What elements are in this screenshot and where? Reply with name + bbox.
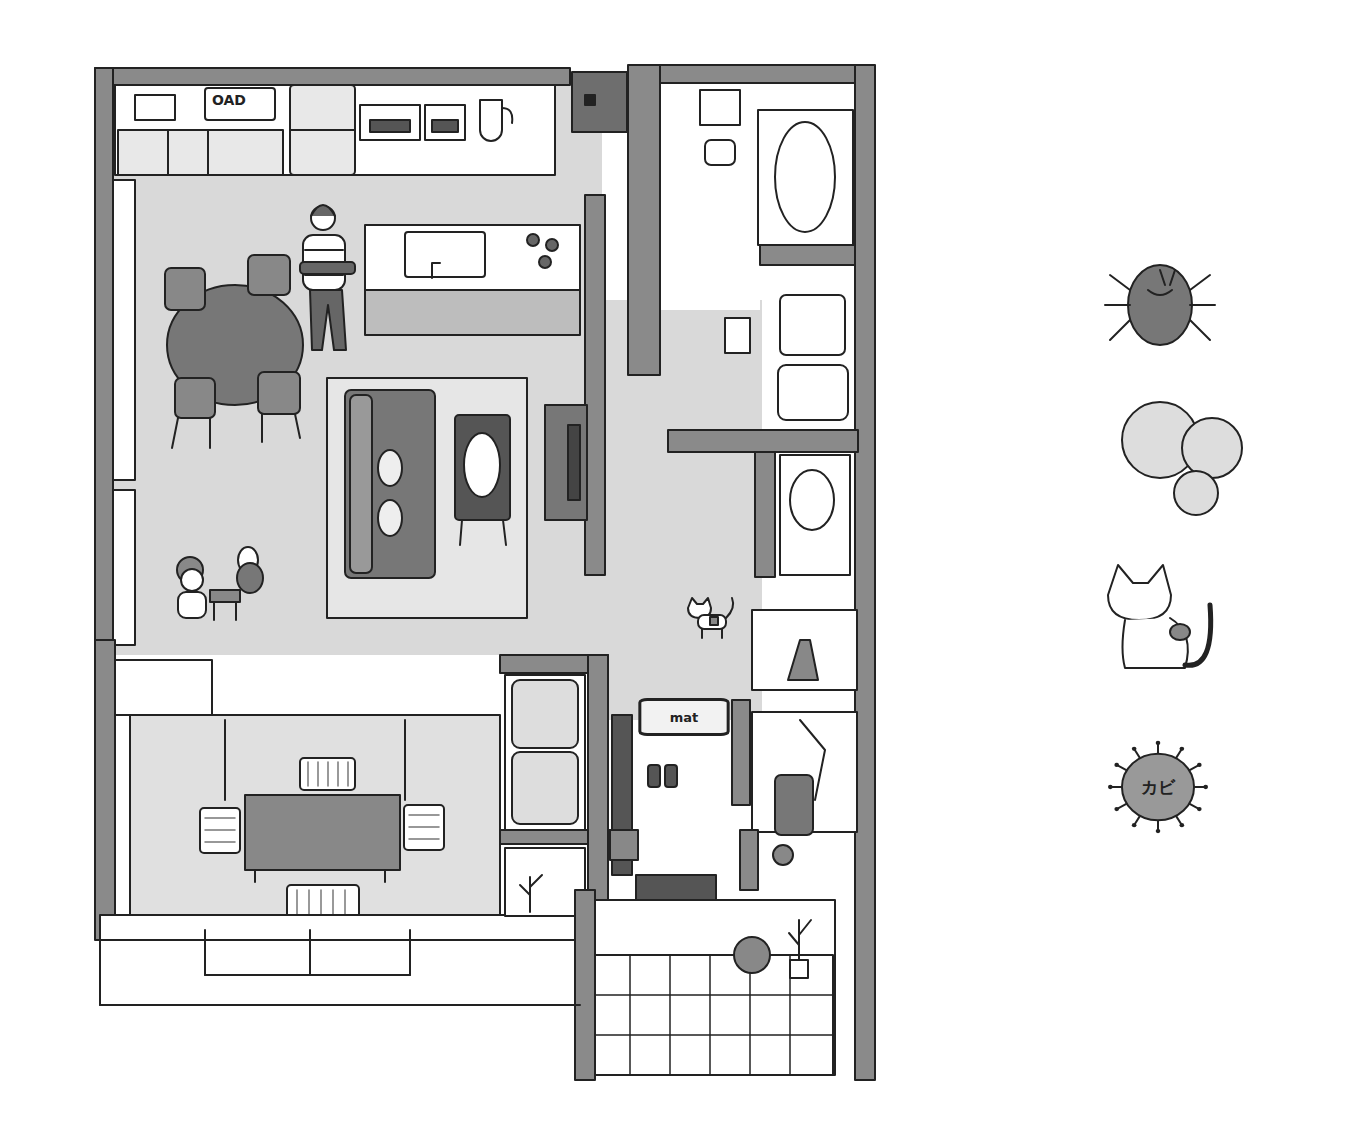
mold-text: カビ xyxy=(1141,776,1175,799)
display-text: OAD xyxy=(212,92,246,108)
mat-text: mat xyxy=(670,710,699,725)
mold-icon: カビ xyxy=(1105,738,1211,836)
mite-icon xyxy=(1105,265,1215,345)
door-mat: mat xyxy=(638,698,730,736)
